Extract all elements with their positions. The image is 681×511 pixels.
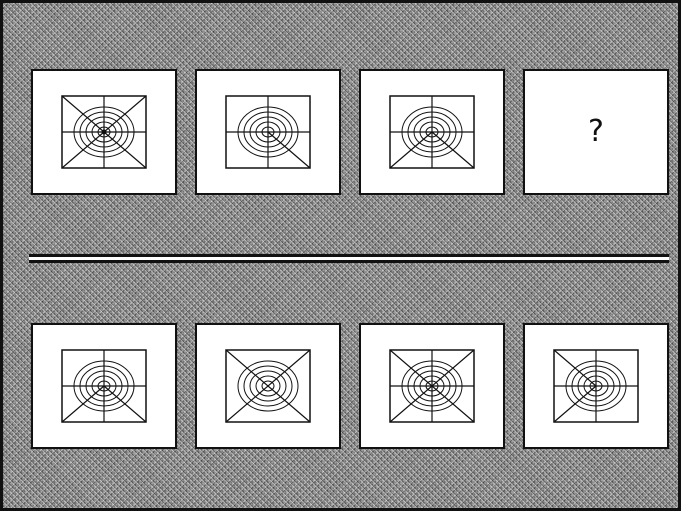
question-panel-3 bbox=[359, 69, 505, 195]
question-panel-1 bbox=[31, 69, 177, 195]
divider-bar bbox=[29, 254, 669, 263]
answer-option-3[interactable] bbox=[359, 323, 505, 449]
target-figure bbox=[225, 95, 311, 169]
target-figure bbox=[389, 349, 475, 423]
question-mark: ? bbox=[588, 117, 604, 147]
target-figure bbox=[61, 95, 147, 169]
question-panel-2 bbox=[195, 69, 341, 195]
missing-panel: ? bbox=[523, 69, 669, 195]
target-figure bbox=[553, 349, 639, 423]
target-figure bbox=[225, 349, 311, 423]
question-row: ? bbox=[3, 69, 678, 199]
target-figure bbox=[389, 95, 475, 169]
target-figure bbox=[61, 349, 147, 423]
answer-option-4[interactable] bbox=[523, 323, 669, 449]
answer-option-2[interactable] bbox=[195, 323, 341, 449]
answer-row bbox=[3, 323, 678, 453]
answer-option-1[interactable] bbox=[31, 323, 177, 449]
